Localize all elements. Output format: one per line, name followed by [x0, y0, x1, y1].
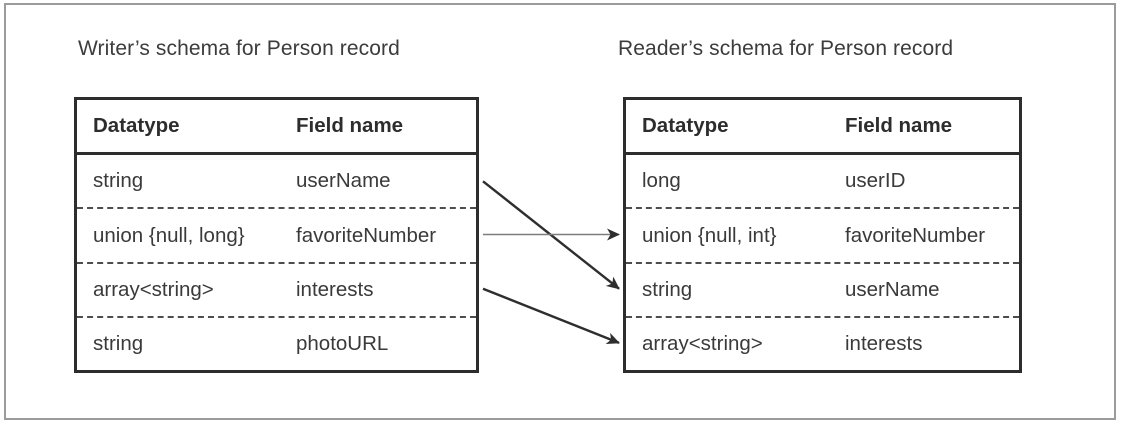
writer-schema-table: Datatype Field name string userName unio… [74, 97, 479, 373]
table-row-reader-username: string userName [626, 261, 1019, 316]
field-name-cell: favoriteNumber [296, 223, 437, 247]
writer-table-header: Datatype Field name [77, 100, 476, 156]
datatype-cell: string [93, 331, 144, 355]
datatype-cell: string [642, 277, 693, 301]
table-row-writer-username: string userName [77, 155, 476, 207]
field-name-cell: userName [845, 277, 940, 301]
field-name-cell: photoURL [296, 331, 389, 355]
field-name-cell: favoriteNumber [845, 223, 986, 247]
field-name-cell: interests [845, 331, 923, 355]
reader-header-datatype: Datatype [642, 114, 729, 138]
reader-schema-table: Datatype Field name long userID union {n… [623, 97, 1022, 373]
datatype-cell: string [93, 169, 144, 193]
reader-table-header: Datatype Field name [626, 100, 1019, 156]
reader-header-field-name: Field name [845, 114, 953, 138]
table-row-reader-interests: array<string> interests [626, 315, 1019, 370]
field-name-cell: userID [845, 169, 906, 193]
datatype-cell: long [642, 169, 681, 193]
writer-header-field-name: Field name [296, 114, 404, 138]
datatype-cell: array<string> [642, 331, 763, 355]
reader-schema-title: Reader’s schema for Person record [618, 37, 954, 60]
field-name-cell: userName [296, 169, 391, 193]
field-name-cell: interests [296, 277, 374, 301]
table-row-reader-userid: long userID [626, 155, 1019, 207]
writer-schema-title: Writer’s schema for Person record [78, 37, 400, 60]
table-row-writer-photourl: string photoURL [77, 315, 476, 370]
table-row-writer-interests: array<string> interests [77, 261, 476, 316]
writer-header-datatype: Datatype [93, 114, 180, 138]
table-row-writer-favoritenumber: union {null, long} favoriteNumber [77, 207, 476, 261]
table-row-reader-favoritenumber: union {null, int} favoriteNumber [626, 207, 1019, 261]
datatype-cell: union {null, long} [93, 223, 245, 247]
datatype-cell: array<string> [93, 277, 214, 301]
datatype-cell: union {null, int} [642, 223, 777, 247]
